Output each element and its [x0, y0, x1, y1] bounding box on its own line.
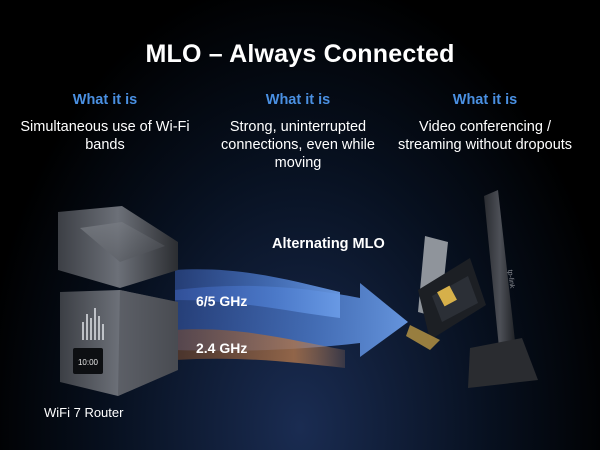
alternating-mlo-label: Alternating MLO: [272, 236, 385, 252]
column-body: Video conferencing / streaming without d…: [397, 119, 573, 153]
column-body: Simultaneous use of Wi-Fi bands: [20, 119, 190, 153]
info-column-3: What it is Video conferencing / streamin…: [390, 92, 580, 154]
svg-text:10:00: 10:00: [78, 358, 99, 367]
page-title: MLO – Always Connected: [145, 40, 455, 68]
info-column-1: What it is Simultaneous use of Wi-Fi ban…: [10, 92, 200, 154]
band-low-stream: [175, 329, 345, 368]
column-heading: What it is: [72, 92, 138, 108]
pcie-card-icon: [406, 236, 486, 350]
antenna-icon: tp-link: [468, 190, 538, 388]
info-column-2: What it is Strong, uninterrupted connect…: [203, 92, 393, 172]
column-heading: What it is: [265, 92, 331, 108]
band-low-label: 2.4 GHz: [196, 340, 248, 356]
column-body: Strong, uninterrupted connections, even …: [221, 119, 375, 171]
router-icon: 10:00: [58, 206, 178, 396]
column-heading: What it is: [452, 92, 518, 108]
band-high-stream: [175, 269, 340, 318]
band-high-label: 6/5 GHz: [196, 293, 248, 309]
router-label: WiFi 7 Router: [44, 405, 124, 420]
svg-text:tp-link: tp-link: [506, 269, 515, 289]
